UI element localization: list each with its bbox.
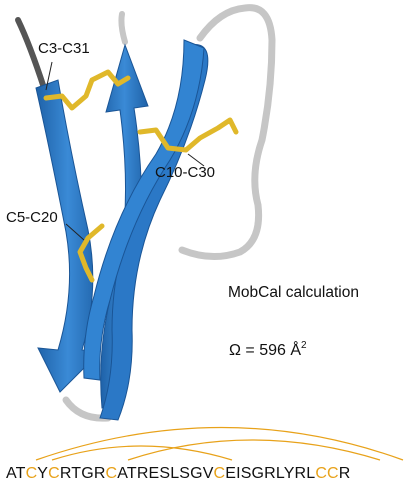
sequence-residue: T (126, 465, 137, 482)
disulfide-c3-c31 (43, 69, 131, 111)
sequence-residue: R (136, 465, 149, 482)
sequence-residue: Y (37, 465, 49, 482)
leader-c10-c30 (187, 153, 205, 167)
seq-arc-c3-c31 (35, 426, 404, 461)
sequence-residue: C (315, 465, 328, 482)
sequence-residue: S (240, 465, 252, 482)
top-right-loop (178, 4, 276, 260)
sequence-residue: R (93, 465, 106, 482)
sequence-residue: L (170, 465, 180, 482)
disulfide-c5-c20 (77, 223, 105, 283)
sequence-residue: L (275, 465, 284, 482)
sequence-residue: T (71, 465, 82, 482)
sequence-residue: R (338, 465, 351, 482)
omega-exponent: 2 (301, 340, 307, 351)
sequence-residue: Y (283, 465, 295, 482)
sequence-residue: R (59, 465, 72, 482)
sequence-residue: R (264, 465, 276, 482)
bond-label-c3-c31: C3-C31 (38, 40, 90, 57)
omega-symbol: Ω (229, 342, 241, 359)
omega-value: = 596 Å (240, 342, 302, 359)
sequence-residue: C (25, 465, 38, 482)
seq-arc-c5-c20 (51, 445, 233, 461)
sequence-residue: G (81, 465, 94, 482)
n-terminal-tail (15, 17, 47, 91)
seq-arc-c10-c30 (127, 439, 381, 461)
mobcal-calculation-title: MobCal calculation (228, 284, 359, 301)
sequence-residue: G (190, 465, 203, 482)
sequence-residue: G (251, 465, 265, 482)
sequence-residue: A (6, 465, 16, 482)
beta-strand-4 (83, 39, 205, 381)
sequence-residue: E (148, 465, 160, 482)
disulfide-c10-c30 (137, 117, 239, 153)
peptide-sequence: ATCYCRTGRCATRESLSGVCEISGRLYRLCCR (6, 465, 350, 483)
sequence-residue: L (306, 465, 316, 482)
sequence-residue: C (48, 465, 60, 482)
sequence-residue: C (327, 465, 339, 482)
bond-label-c5-c20: C5-C20 (6, 209, 58, 226)
sequence-residue: C (105, 465, 118, 482)
sequence-residue: V (202, 465, 214, 482)
sequence-residue: C (213, 465, 226, 482)
leader-c5-c20 (65, 223, 85, 241)
sequence-residue: A (117, 465, 127, 482)
sequence-residue: E (225, 465, 237, 482)
sequence-residue: S (159, 465, 171, 482)
sequence-residue: R (294, 465, 307, 482)
collision-cross-section-value: Ω = 596 Å2 (229, 340, 307, 360)
top-loop (118, 11, 128, 45)
bond-label-c10-c30: C10-C30 (155, 164, 216, 181)
sequence-residue: S (179, 465, 191, 482)
sequence-residue: I (236, 465, 241, 482)
leader-c3-c31 (45, 61, 53, 91)
sequence-residue: T (15, 465, 26, 482)
